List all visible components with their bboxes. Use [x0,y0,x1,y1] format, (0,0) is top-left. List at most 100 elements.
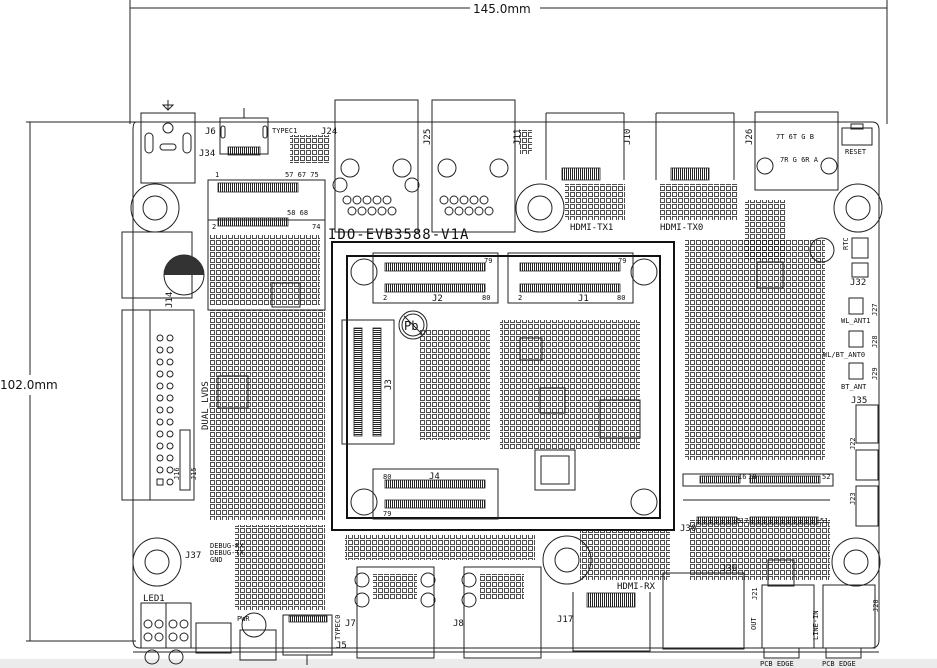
line-in-j20: LINE-IN J20 PCB EDGE [812,584,880,668]
label-j36: J36 [721,564,737,574]
label-pins-bottom: 58 68 [287,209,308,217]
label-j28: J28 [871,335,879,348]
audio-out-j21: J21 OUT PCB EDGE [750,584,815,668]
label-debug-rx: DEBUG-RX [210,542,245,550]
hdmi-tx0: J10 [623,112,735,181]
label-pin18: 18 [748,473,756,481]
dual-lvds-connector: DUAL_LVDS J16 J15 [121,309,211,501]
label-pin-1: 1 [215,171,219,179]
label-pins-top: 57 67 75 [285,171,319,179]
label-j21: J21 [751,587,759,600]
label-j25: J25 [423,129,433,145]
label-j4-pin79: 79 [383,510,391,518]
label-j22: J22 [849,437,857,450]
width-dimension: 145.0mm [129,0,888,124]
label-j24: J24 [321,127,337,137]
label-j4: J4 [429,472,440,482]
label-j3: J3 [384,379,394,390]
label-j7: J7 [345,619,356,629]
label-j4-pin80: 80 [383,473,391,481]
typec1-connector: J6 TYPEC1 J24 J34 [199,108,337,159]
typec0-connector: TYPEC0 J5 [282,614,347,665]
m2-slot-j30: 16 18 52 5 17 51 J30 [680,473,834,534]
label-j11: J11 [513,129,523,145]
label-j5: J5 [336,641,347,651]
rj45-j8: J8 [453,566,542,659]
label-led1: LED1 [143,594,165,604]
label-line-in: LINE-IN [812,610,820,640]
label-j17: J17 [557,615,573,625]
label-j23: J23 [849,492,857,505]
bottom-band [0,659,937,668]
reset-button: RESET [841,123,873,156]
label-j27: J27 [871,303,879,316]
height-dimension: 102.0mm [0,121,136,642]
label-pin17: 17 [740,517,748,525]
label-debug-tx: DEBUG-TX [210,549,245,557]
led1: LED1 [140,594,192,665]
label-j26-row1: 7T 6T G B [776,133,814,141]
svg-text:Pb: Pb [404,319,418,333]
sd-card-j36: J36 [662,564,745,650]
label-j8: J8 [453,619,464,629]
label-j2: J2 [432,294,443,304]
label-reset: RESET [845,148,867,156]
right-connectors: RTC J32 J27 WL_ANT1 J28 WL/BT_ANT0 J29 B… [809,237,879,527]
label-j29: J29 [871,367,879,380]
core-module: 79 2 80 J2 79 2 80 J1 J3 J4 80 79 Pb [331,241,675,531]
label-j20: J20 [872,599,880,612]
label-j2-pin80: 80 [482,294,490,302]
rj45-j25: J25 [423,99,516,233]
label-j15: J15 [190,467,198,480]
label-j16: J16 [173,467,181,480]
label-hdmi-rx: HDMI-RX [617,582,656,592]
label-j6: J6 [205,127,216,137]
label-pcb-edge-2: PCB EDGE [822,660,856,668]
label-out: OUT [750,617,758,630]
label-gnd: GND [210,556,223,564]
j26-connector: 7T 6T G B 7R G 6R A J26 [745,111,839,191]
label-rtc: RTC [842,237,850,250]
fpc-connector: 57 67 75 58 68 1 2 74 [207,171,326,311]
label-j10: J10 [623,129,633,145]
battery-j14: J14 [121,231,205,308]
label-j1: J1 [578,294,589,304]
smd-component-clusters [210,130,830,610]
label-typec0: TYPEC0 [334,615,342,640]
label-wl-bt-ant0: WL/BT_ANT0 [823,351,865,359]
label-wl-ant1: WL_ANT1 [841,317,871,325]
rj45-j7: J7 [345,566,436,659]
label-j35: J35 [851,396,867,406]
lead-free-icon: Pb [398,310,428,340]
label-j2-pin2: 2 [383,294,387,302]
label-j1-pin2: 2 [518,294,522,302]
label-j30: J30 [680,524,696,534]
dc-jack [140,100,196,184]
label-pwr: PWR [237,615,250,623]
label-j26: J26 [745,129,755,145]
label-pin51: 51 [820,517,828,525]
label-pin-74: 74 [312,223,320,231]
label-pcb-edge-1: PCB EDGE [760,660,794,668]
label-hdmi-tx1: HDMI-TX1 [570,223,613,233]
label-pin52: 52 [822,473,830,481]
label-j32: J32 [850,278,866,288]
board-name: IDO-EVB3588-V1A [328,227,469,243]
label-bt-ant: BT_ANT [841,383,867,391]
rj45-j24 [332,99,420,233]
label-j1-pin80: 80 [617,294,625,302]
label-pin-2: 2 [212,223,216,231]
hdmi-tx1: J11 HDMI-TX1 [513,112,625,233]
label-pin5: 5 [737,517,741,525]
label-j14: J14 [165,292,175,308]
height-label: 102.0mm [0,378,58,392]
width-label: 145.0mm [473,2,531,16]
label-j26-row2: 7R G 6R A [780,156,819,164]
label-j37: J37 [185,551,201,561]
label-dual-lvds: DUAL_LVDS [201,381,211,430]
pwr-switch: PWR [195,612,277,661]
label-typec1: TYPEC1 [272,127,297,135]
label-j34: J34 [199,149,215,159]
label-j1-pin79: 79 [618,257,626,265]
